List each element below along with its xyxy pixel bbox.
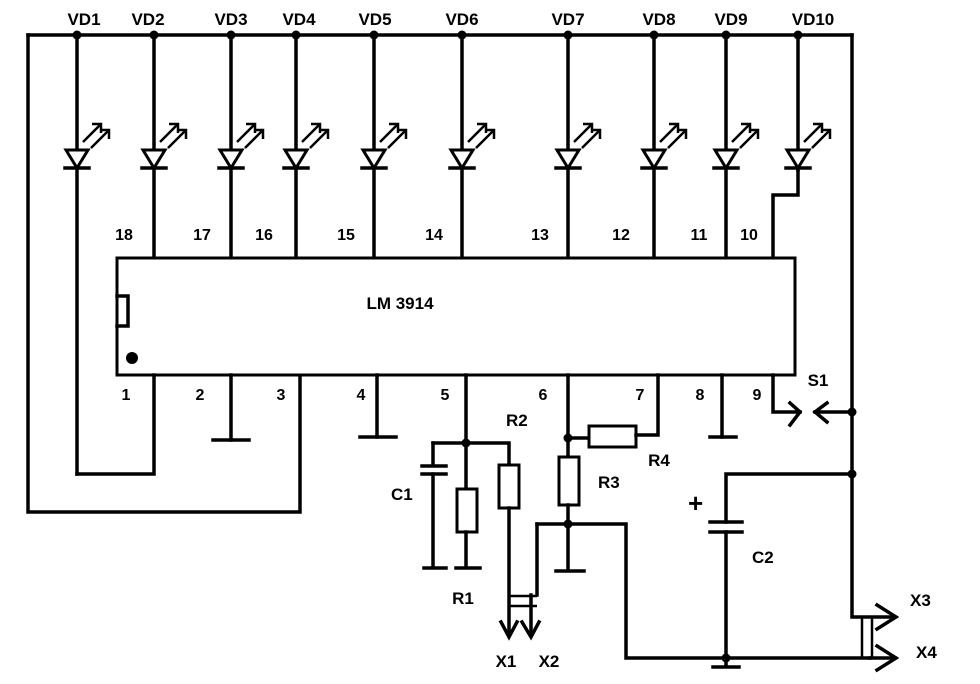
lm3914-chip: LM 3914 [115, 256, 797, 377]
led-vd10: VD10 [784, 10, 835, 172]
ground-pin2 [211, 373, 251, 442]
supply-rail [26, 33, 854, 514]
led-label: VD6 [445, 10, 478, 29]
r1-label: R1 [452, 589, 474, 608]
pin-label-bottom: 9 [753, 387, 762, 404]
light-emission-icon [379, 122, 408, 149]
light-emission-icon [573, 122, 602, 149]
s1-label: S1 [808, 371, 829, 390]
r1-resistor [455, 487, 479, 534]
pin-label-top: 17 [193, 227, 211, 244]
x1-label: X1 [496, 652, 517, 671]
led-label: VD10 [792, 10, 835, 29]
led-label: VD3 [214, 10, 247, 29]
r2-label: R2 [506, 411, 528, 430]
x3-label: X3 [910, 591, 931, 610]
led-label: VD4 [282, 10, 316, 29]
c2-polarity: + [688, 488, 703, 518]
input-network [420, 373, 542, 641]
x1-x2-connector [509, 594, 537, 608]
led-label: VD9 [714, 10, 747, 29]
r3-resistor [557, 455, 581, 507]
pin-label-top: 16 [255, 227, 273, 244]
light-emission-icon [82, 122, 111, 149]
pin-label-bottom: 3 [277, 387, 286, 404]
led-label: VD8 [642, 10, 675, 29]
led-vd8: VD8 [640, 10, 688, 260]
led-vd4: VD4 [282, 10, 330, 260]
led-vd1: VD1 [63, 10, 111, 476]
pin-label-top: 18 [115, 227, 133, 244]
chip-notch [115, 294, 130, 328]
reference-network [535, 373, 872, 660]
c1-label: C1 [391, 485, 413, 504]
led-label: VD7 [551, 10, 584, 29]
pin-label-bottom: 4 [357, 387, 366, 404]
light-emission-icon [803, 122, 832, 149]
pin-label-top: 12 [612, 227, 630, 244]
pin-label-bottom: 5 [441, 387, 450, 404]
light-emission-icon [159, 122, 188, 149]
led-label: VD1 [67, 10, 100, 29]
power-output [708, 410, 900, 673]
ground-pin8 [708, 373, 738, 439]
light-emission-icon [659, 122, 688, 149]
chip-label: LM 3914 [366, 294, 434, 313]
light-emission-icon [731, 122, 760, 149]
x4-label: X4 [916, 643, 937, 662]
ground-pin4 [358, 373, 398, 439]
vd10-pin10-wire [771, 168, 800, 260]
pin-label-top: 13 [531, 227, 549, 244]
led-vd7: VD7 [551, 10, 602, 260]
pin-label-bottom: 8 [696, 387, 705, 404]
pin1-wire [75, 373, 156, 476]
pin-label-top: 10 [740, 227, 758, 244]
pin-label-top: 14 [425, 227, 443, 244]
led-vd2: VD2 [131, 10, 188, 260]
r4-resistor [587, 424, 638, 449]
x2-label: X2 [539, 652, 560, 671]
s1-switch [771, 373, 857, 428]
r4-label: R4 [648, 451, 670, 470]
led-vd3: VD3 [214, 10, 265, 260]
led-vd9: VD9 [712, 10, 760, 260]
pin-label-bottom: 2 [196, 387, 205, 404]
r2-resistor [497, 463, 521, 510]
component-labels: R2 C1 R1 R3 R4 C2 + S1 X1 X2 X3 X4 [391, 371, 937, 671]
r3-label: R3 [598, 473, 620, 492]
led-vd6: VD6 [445, 10, 496, 260]
light-emission-icon [467, 122, 496, 149]
pin-label-bottom: 1 [122, 387, 131, 404]
pin-label-top: 11 [691, 227, 708, 244]
light-emission-icon [301, 122, 330, 149]
pin-label-top: 15 [337, 227, 355, 244]
led-label: VD5 [358, 10, 391, 29]
pin-label-bottom: 7 [636, 387, 645, 404]
led-label: VD2 [131, 10, 164, 29]
pin-label-bottom: 6 [539, 387, 548, 404]
c2-label: C2 [752, 548, 774, 567]
pin1-marker [126, 352, 138, 364]
light-emission-icon [236, 122, 265, 149]
led-vd5: VD5 [358, 10, 408, 260]
led-array: VD1 VD2 VD3 VD4 VD5 VD6 VD7 VD8 VD9 VD10 [63, 10, 835, 476]
